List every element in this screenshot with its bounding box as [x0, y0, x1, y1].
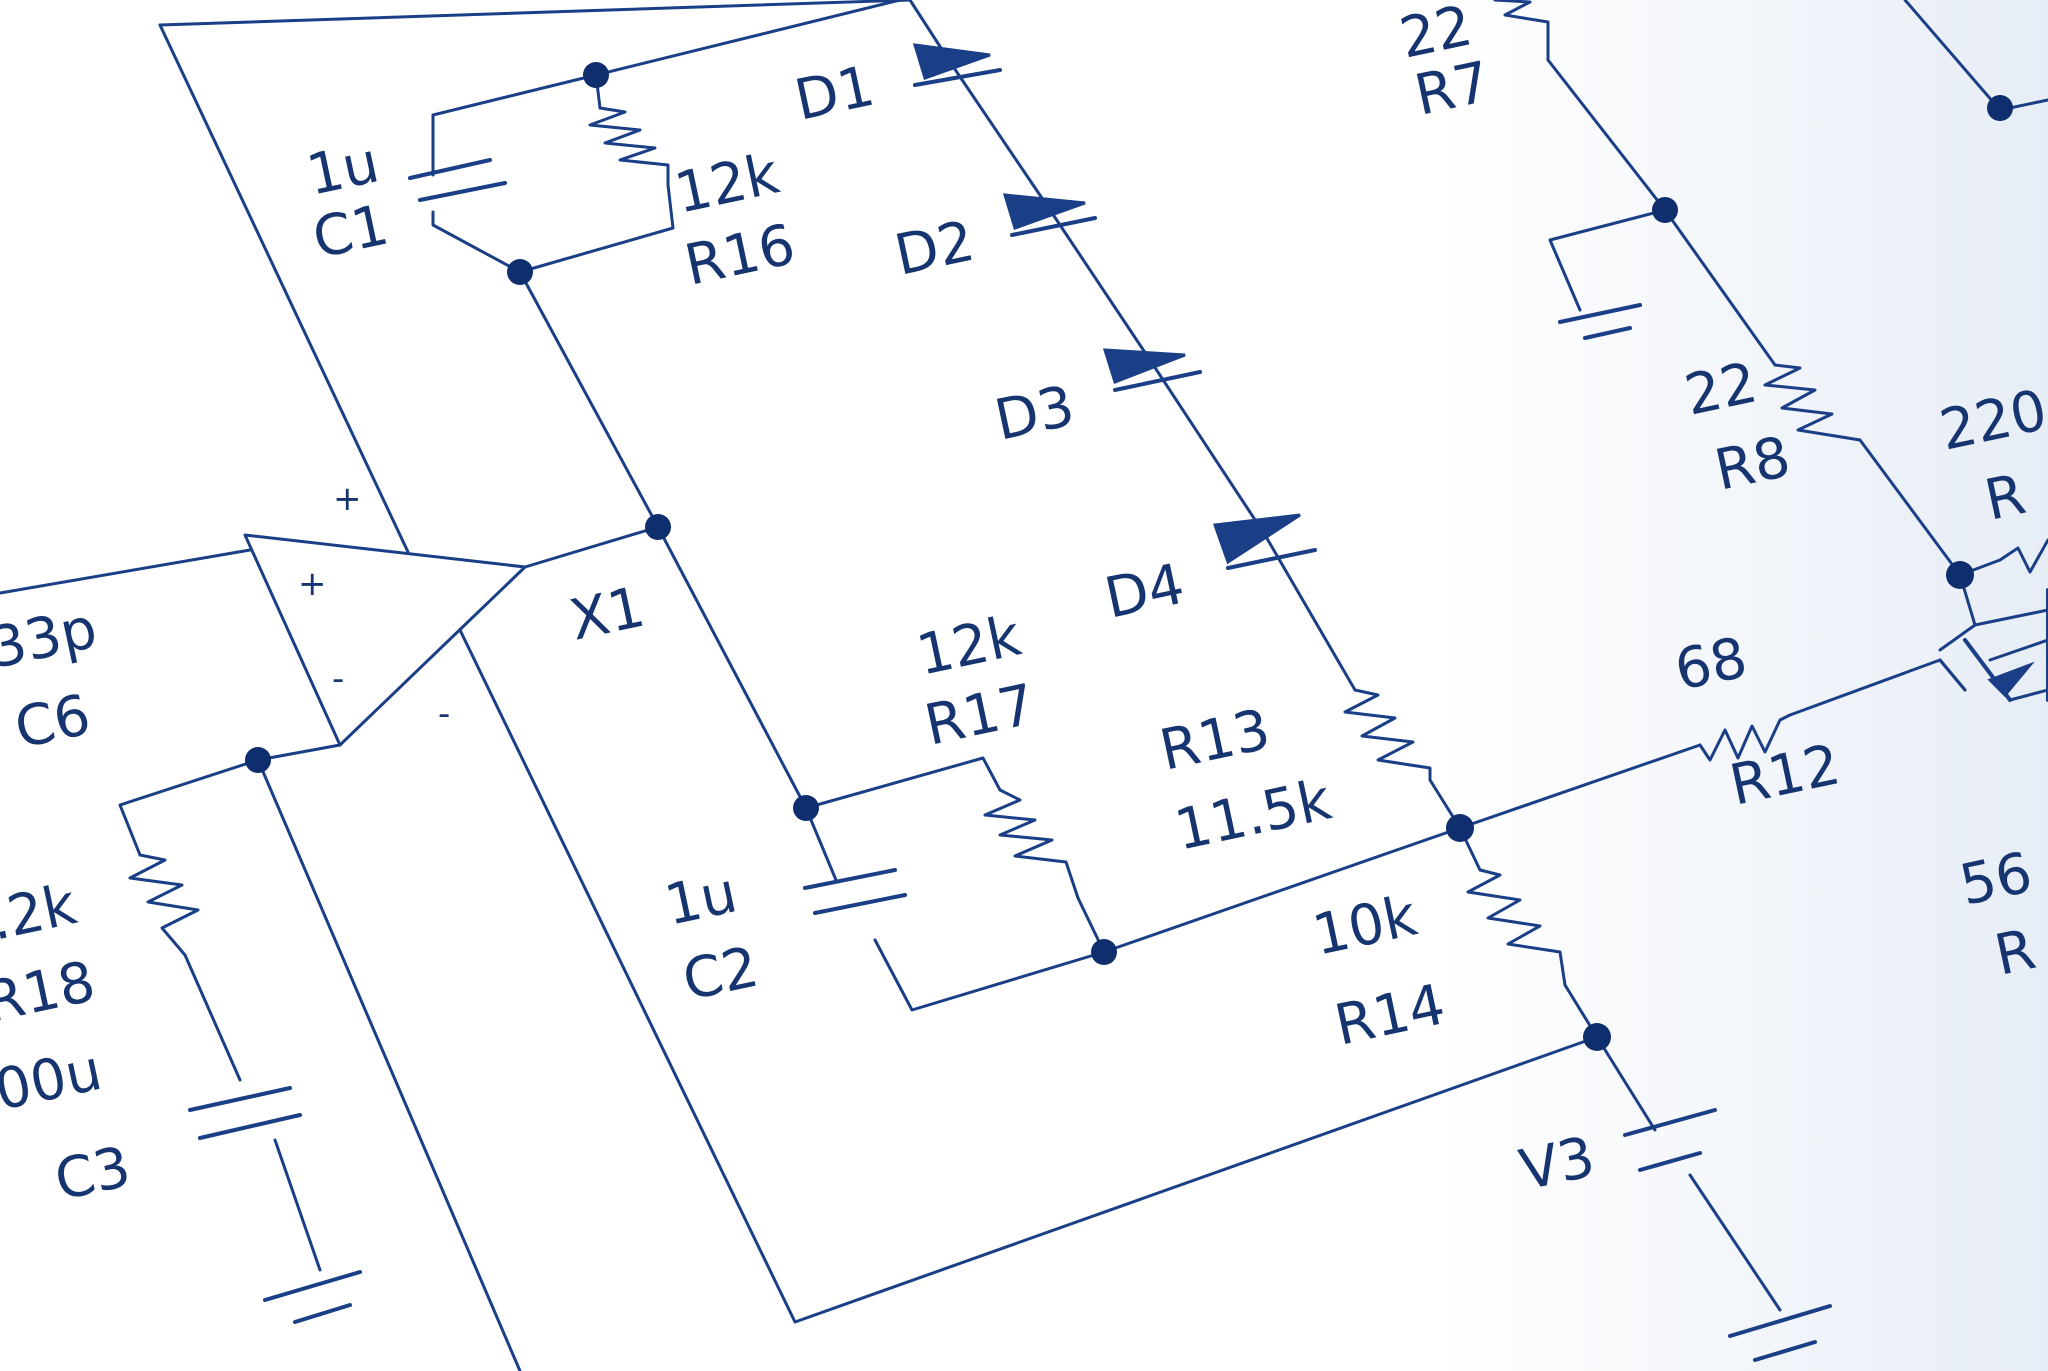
resistor-r18 — [128, 853, 200, 957]
battery-v3 — [1623, 1108, 1717, 1172]
resistor-r14 — [1466, 868, 1567, 987]
d1-label: D1 — [789, 54, 880, 134]
component-labels: 1u C1 12k R16 D1 D2 D3 D4 12k R17 R13 11… — [0, 0, 2048, 1214]
capacitor-c2 — [803, 868, 907, 915]
c6-ref-label: C6 — [9, 683, 96, 762]
r12-value-label: 68 — [1669, 625, 1752, 703]
diode-d4 — [1212, 513, 1317, 570]
ground-r7 — [1558, 303, 1642, 340]
v3-label: V3 — [1514, 1125, 1600, 1204]
c2-value-label: 1u — [659, 860, 742, 938]
capacitor-c3 — [188, 1086, 302, 1140]
opamp-x1: + - + - X1 — [243, 479, 650, 747]
ground-v3 — [1728, 1304, 1832, 1362]
diode-d2 — [1002, 193, 1097, 237]
resistor-r16 — [588, 106, 670, 187]
ground-c3 — [263, 1270, 362, 1324]
d4-label: D4 — [1099, 552, 1190, 632]
opamp-minus-sign: - — [332, 659, 344, 699]
plus-input-marker: + — [333, 479, 362, 519]
resistor-r8 — [1763, 363, 1862, 442]
resistor-r17 — [983, 788, 1080, 900]
junction-dots — [245, 62, 2013, 1051]
r7-value-label: 22 — [1394, 0, 1477, 72]
d3-label: D3 — [989, 374, 1080, 454]
opamp-label: X1 — [564, 575, 650, 654]
resistor-r7 — [1493, 0, 1550, 62]
r8-ref-label: R8 — [1709, 425, 1795, 504]
resistor-r-right — [1998, 538, 2048, 574]
capacitor-c1 — [408, 158, 507, 202]
diode-d3 — [1102, 348, 1202, 392]
c1-value-label: 1u — [301, 130, 384, 208]
diode-d1 — [912, 43, 1002, 87]
mosfet-transistor — [1938, 588, 2048, 702]
r7-ref-label: R7 — [1409, 50, 1495, 129]
resistor-r12 — [1698, 713, 1792, 762]
c2-ref-label: C2 — [677, 935, 764, 1014]
c3-ref-label: C3 — [49, 1135, 136, 1214]
r8-value-label: 22 — [1679, 350, 1762, 428]
d2-label: D2 — [889, 209, 980, 289]
opamp-plus-sign: + — [298, 564, 327, 604]
minus-input-marker: - — [438, 694, 450, 734]
r56-value-label: 56 — [1954, 840, 2037, 918]
c1-ref-label: C1 — [307, 193, 394, 272]
resistor-r13 — [1343, 688, 1432, 782]
